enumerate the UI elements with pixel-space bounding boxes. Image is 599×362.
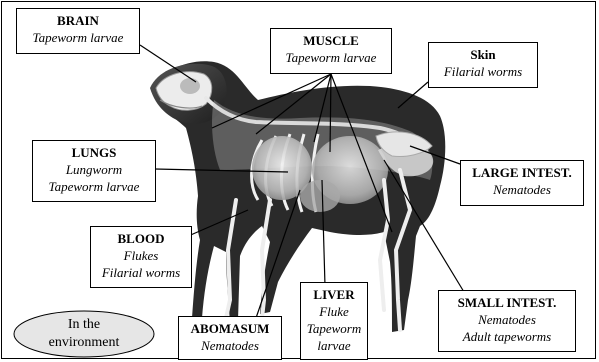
small-intest-label-box: SMALL INTEST. Nematodes Adult tapeworms [438,290,576,352]
large-intest-line-1: Nematodes [461,181,583,198]
small-intest-title: SMALL INTEST. [439,294,575,311]
brain-label-box: BRAIN Tapeworm larvae [16,8,140,54]
large-intest-label-box: LARGE INTEST. Nematodes [460,160,584,206]
blood-label-box: BLOOD Flukes Filarial worms [90,226,192,288]
abomasum-line-1: Nematodes [179,337,281,354]
small-intest-line-1: Nematodes [439,311,575,328]
liver-line-3: larvae [301,337,367,354]
lungs-label-box: LUNGS Lungworm Tapeworm larvae [32,140,156,202]
abomasum-label-box: ABOMASUM Nematodes [178,316,282,360]
skin-title: Skin [429,46,537,63]
muscle-label-box: MUSCLE Tapeworm larvae [270,28,392,74]
muscle-line-1: Tapeworm larvae [271,49,391,66]
lungs-line-2: Tapeworm larvae [33,178,155,195]
lungs-title: LUNGS [33,144,155,161]
environment-line-2: environment [49,334,120,352]
blood-line-1: Flukes [91,247,191,264]
small-intest-line-2: Adult tapeworms [439,328,575,345]
skin-label-box: Skin Filarial worms [428,42,538,88]
muscle-title: MUSCLE [271,32,391,49]
environment-line-1: In the [68,316,100,334]
environment-label: In the environment [13,311,155,357]
large-intest-title: LARGE INTEST. [461,164,583,181]
blood-line-2: Filarial worms [91,264,191,281]
liver-line-2: Tapeworm [301,320,367,337]
liver-title: LIVER [301,286,367,303]
blood-title: BLOOD [91,230,191,247]
skin-line-1: Filarial worms [429,63,537,80]
liver-line-1: Fluke [301,303,367,320]
brain-title: BRAIN [17,12,139,29]
brain-line-1: Tapeworm larvae [17,29,139,46]
abomasum-title: ABOMASUM [179,320,281,337]
liver-label-box: LIVER Fluke Tapeworm larvae [300,282,368,360]
lungs-line-1: Lungworm [33,161,155,178]
